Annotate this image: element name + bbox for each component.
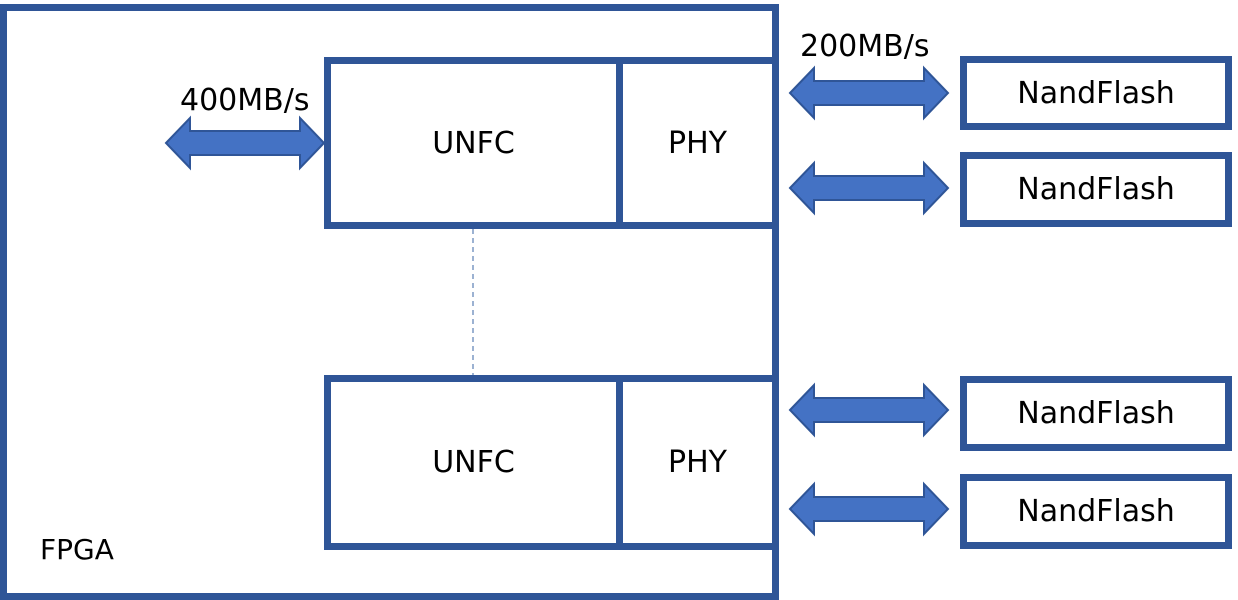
nandflash-block-2: NandFlash — [960, 152, 1232, 227]
unfc-label-top: UNFC — [432, 125, 515, 161]
nandflash-label-1: NandFlash — [1017, 75, 1175, 111]
flash-bandwidth-label: 200MB/s — [800, 29, 930, 64]
nandflash-block-4: NandFlash — [960, 474, 1232, 549]
nandflash-block-1: NandFlash — [960, 56, 1232, 130]
double-arrow-2 — [788, 160, 950, 216]
double-arrow-1 — [788, 65, 950, 121]
fpga-label: FPGA — [40, 533, 114, 566]
double-arrow-4 — [788, 481, 950, 537]
phy-label-top: PHY — [668, 125, 727, 161]
nandflash-label-2: NandFlash — [1017, 172, 1175, 207]
double-arrow-3 — [788, 382, 950, 438]
host-bandwidth-label: 400MB/s — [180, 83, 310, 118]
phy-block-bottom: PHY — [616, 375, 779, 550]
nandflash-label-3: NandFlash — [1017, 396, 1175, 431]
unfc-label-bottom: UNFC — [432, 445, 515, 480]
nandflash-label-4: NandFlash — [1017, 494, 1175, 529]
phy-label-bottom: PHY — [668, 445, 727, 480]
unfc-block-bottom: UNFC — [324, 375, 623, 550]
unfc-block-top: UNFC — [324, 57, 623, 229]
phy-block-top: PHY — [616, 57, 779, 229]
nandflash-block-3: NandFlash — [960, 376, 1232, 451]
